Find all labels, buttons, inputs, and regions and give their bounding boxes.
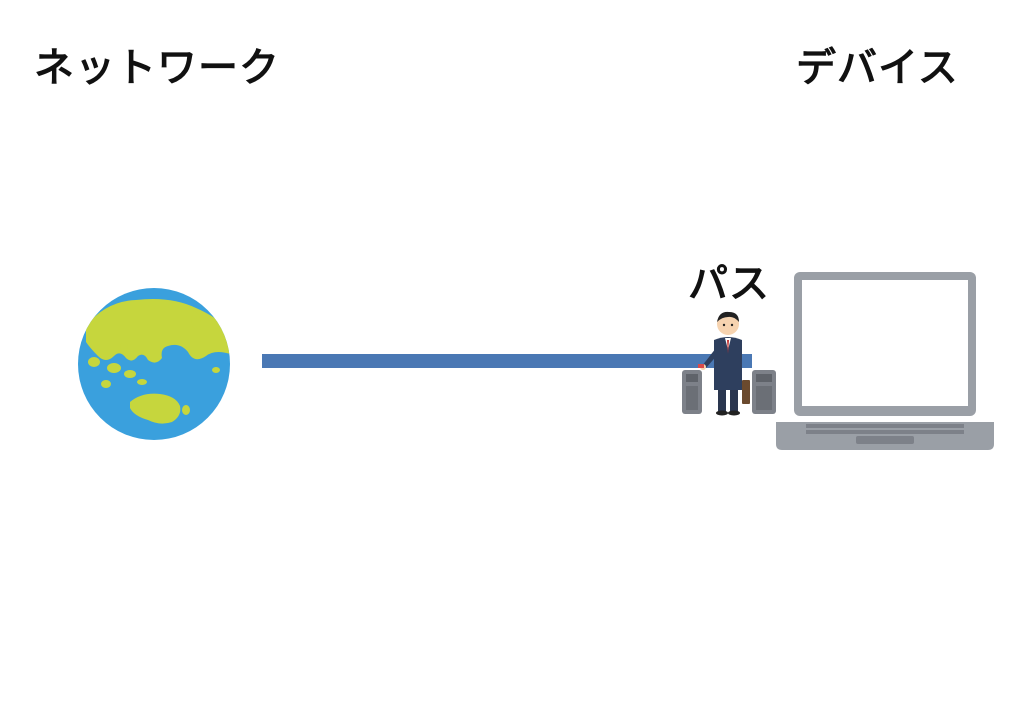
connection-line xyxy=(262,354,752,368)
laptop-icon xyxy=(772,270,998,452)
ticket-gate-icon xyxy=(676,310,784,418)
network-label: ネットワーク xyxy=(34,45,280,91)
path-label: パス xyxy=(688,261,770,307)
device-label: デバイス xyxy=(796,45,959,91)
globe-icon xyxy=(76,286,232,442)
